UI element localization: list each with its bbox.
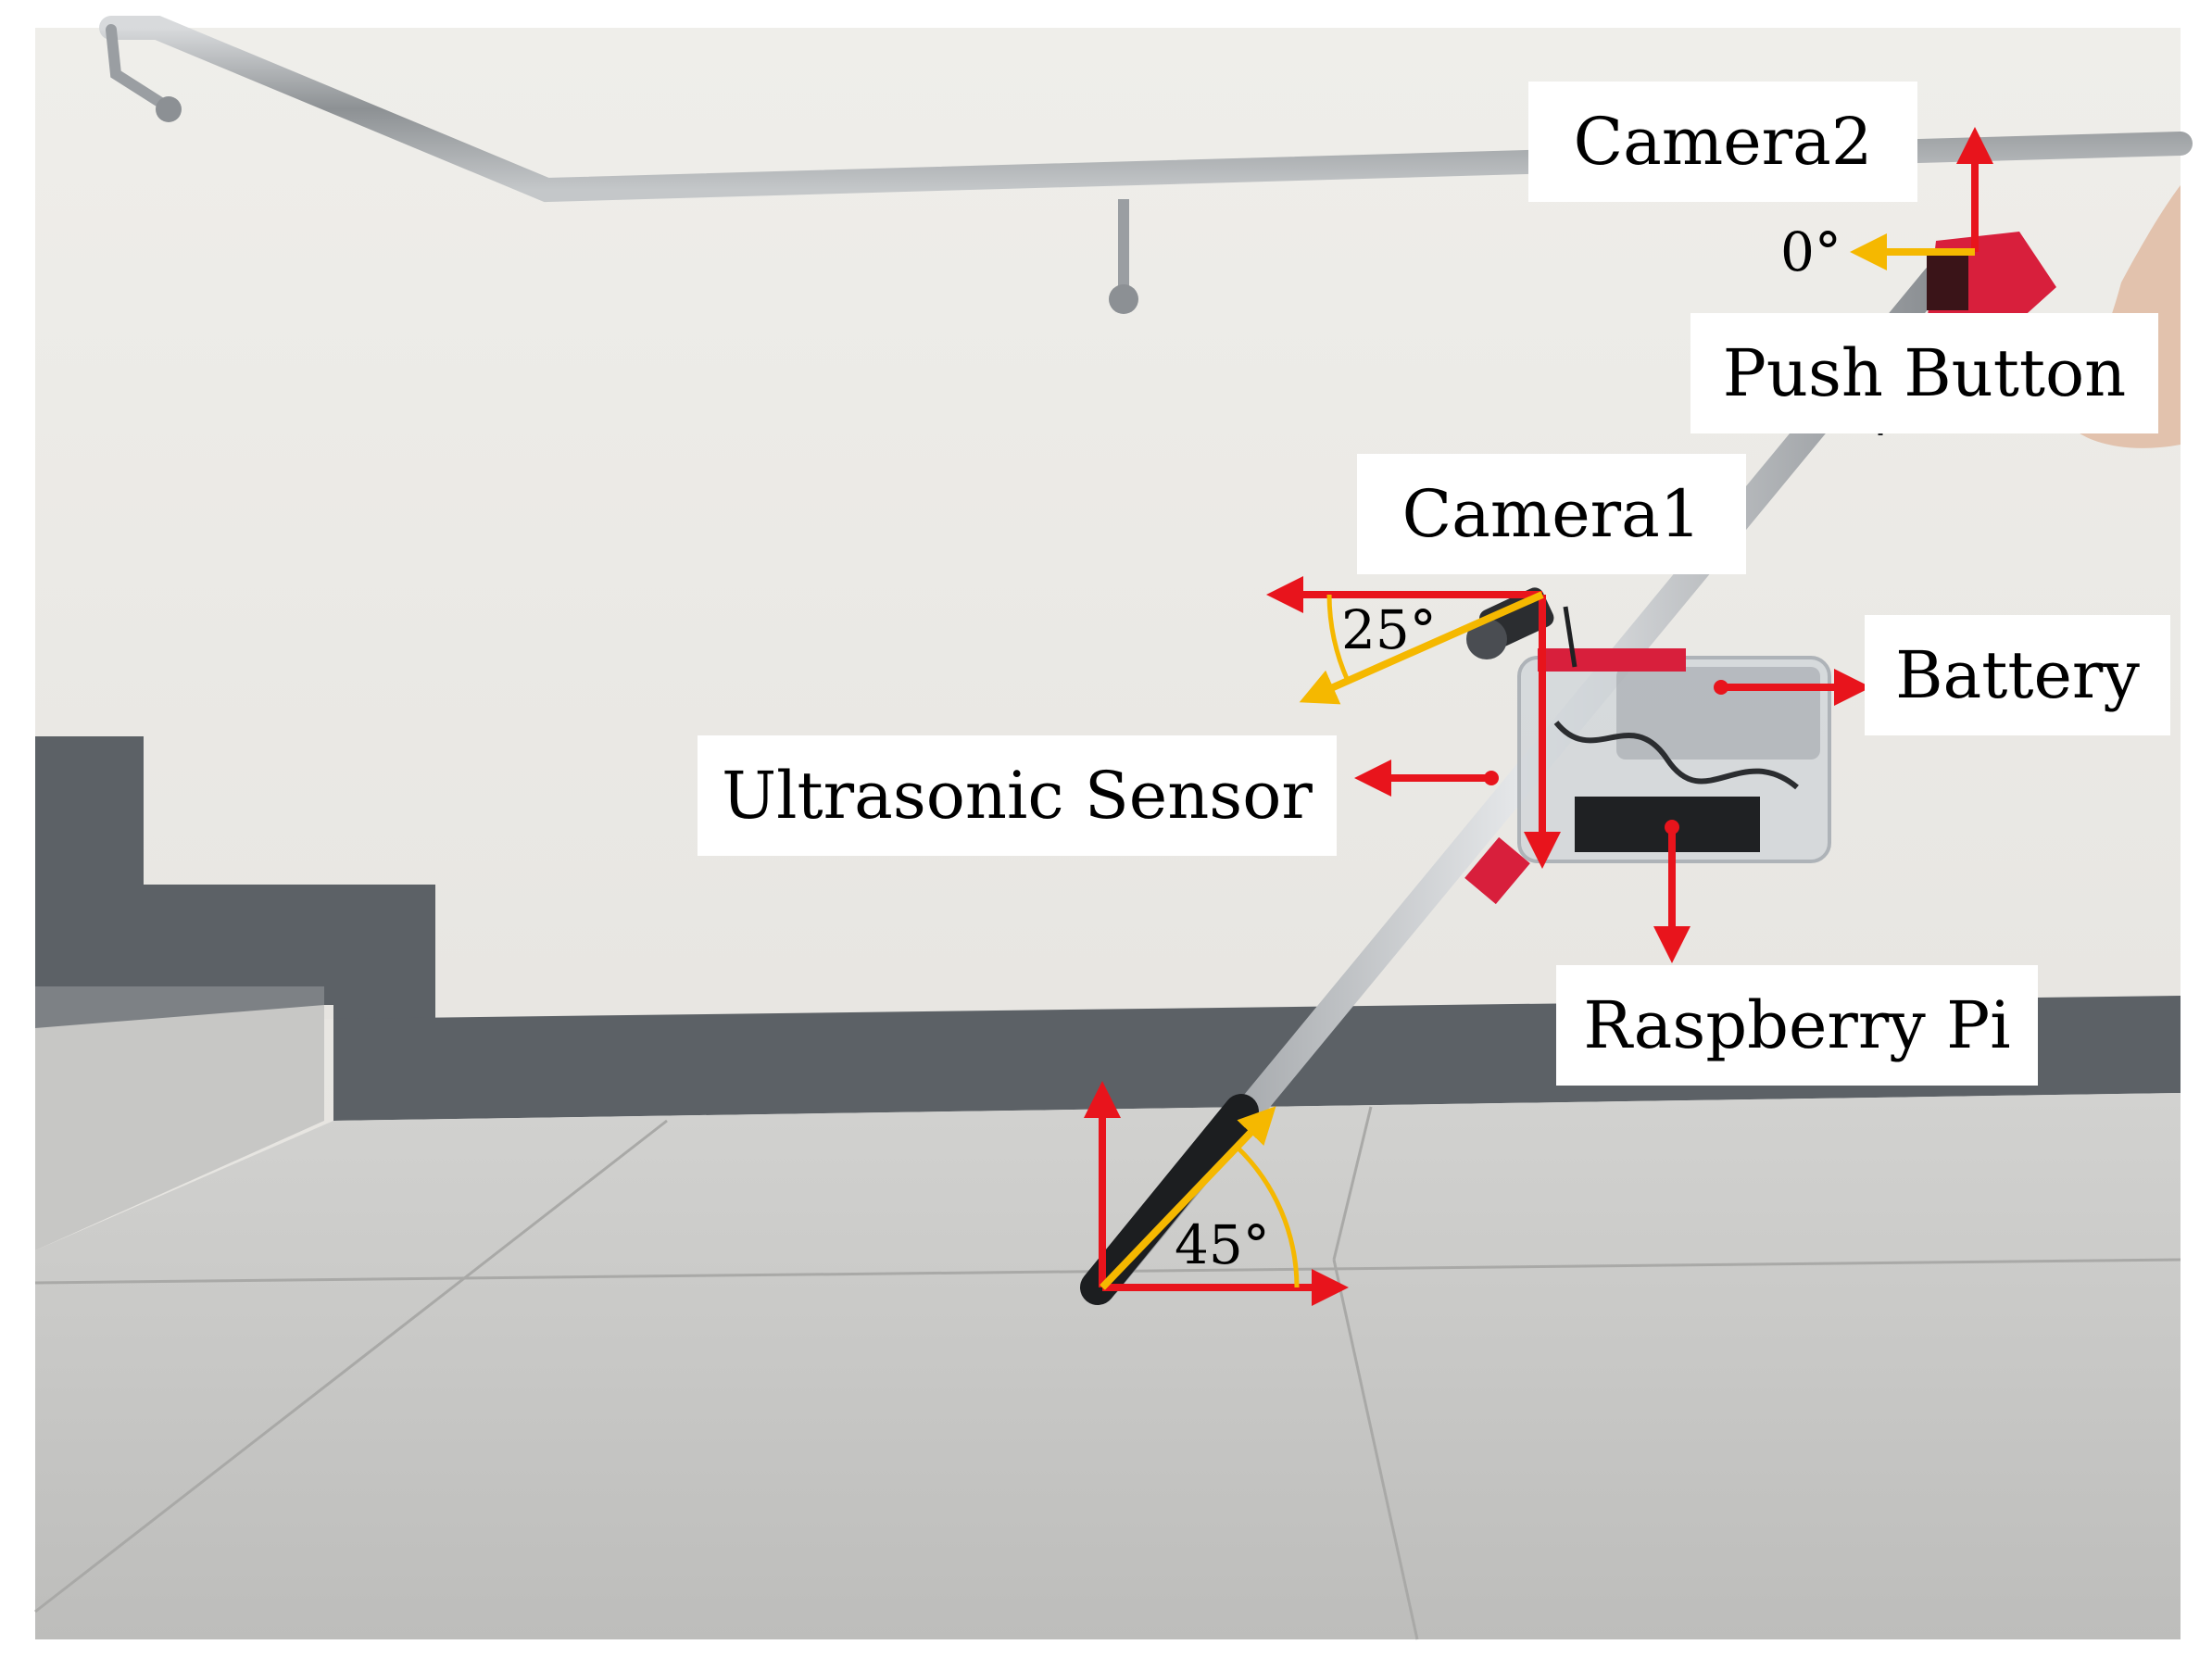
handrail-bracket bbox=[106, 24, 172, 112]
cane-angle-arc bbox=[1235, 1145, 1300, 1288]
handrail-mount bbox=[1109, 284, 1138, 314]
label-raspberry-pi: Raspberry Pi bbox=[1556, 965, 2038, 1086]
angle-camera1: 25° bbox=[1341, 598, 1437, 661]
cane-red-collar bbox=[1464, 836, 1530, 905]
red-component bbox=[1538, 648, 1686, 672]
floor-tile-line bbox=[1332, 1106, 1373, 1261]
cables bbox=[1553, 721, 1799, 790]
camera1-lens bbox=[1466, 619, 1507, 659]
angle-camera2: 0° bbox=[1780, 220, 1841, 283]
camera1-yellow-arrow bbox=[1299, 591, 1544, 705]
stair-tread bbox=[35, 986, 324, 1250]
label-camera2: Camera2 bbox=[1528, 82, 1917, 202]
floor-tile-line bbox=[34, 1119, 668, 1613]
floor bbox=[35, 1093, 2181, 1639]
handrail-mount bbox=[156, 96, 182, 122]
label-push-button: Push Button bbox=[1690, 313, 2158, 433]
angle-cane: 45° bbox=[1175, 1213, 1270, 1276]
cable-camera1 bbox=[1563, 606, 1577, 668]
cane-handle-dark bbox=[1927, 255, 1968, 310]
handrail bbox=[99, 16, 2193, 203]
stair-nosing bbox=[35, 986, 324, 1028]
floor-tile-line bbox=[1332, 1259, 1419, 1640]
label-ultrasonic-sensor: Ultrasonic Sensor bbox=[698, 735, 1337, 856]
stair-baseboard bbox=[35, 736, 435, 1019]
cane-tip-yellow-arrow bbox=[1100, 1106, 1276, 1290]
cane-tip-grip bbox=[1080, 1094, 1259, 1305]
camera1-angle-arc bbox=[1326, 594, 1351, 683]
label-camera1: Camera1 bbox=[1357, 454, 1746, 574]
label-battery: Battery bbox=[1865, 615, 2170, 735]
